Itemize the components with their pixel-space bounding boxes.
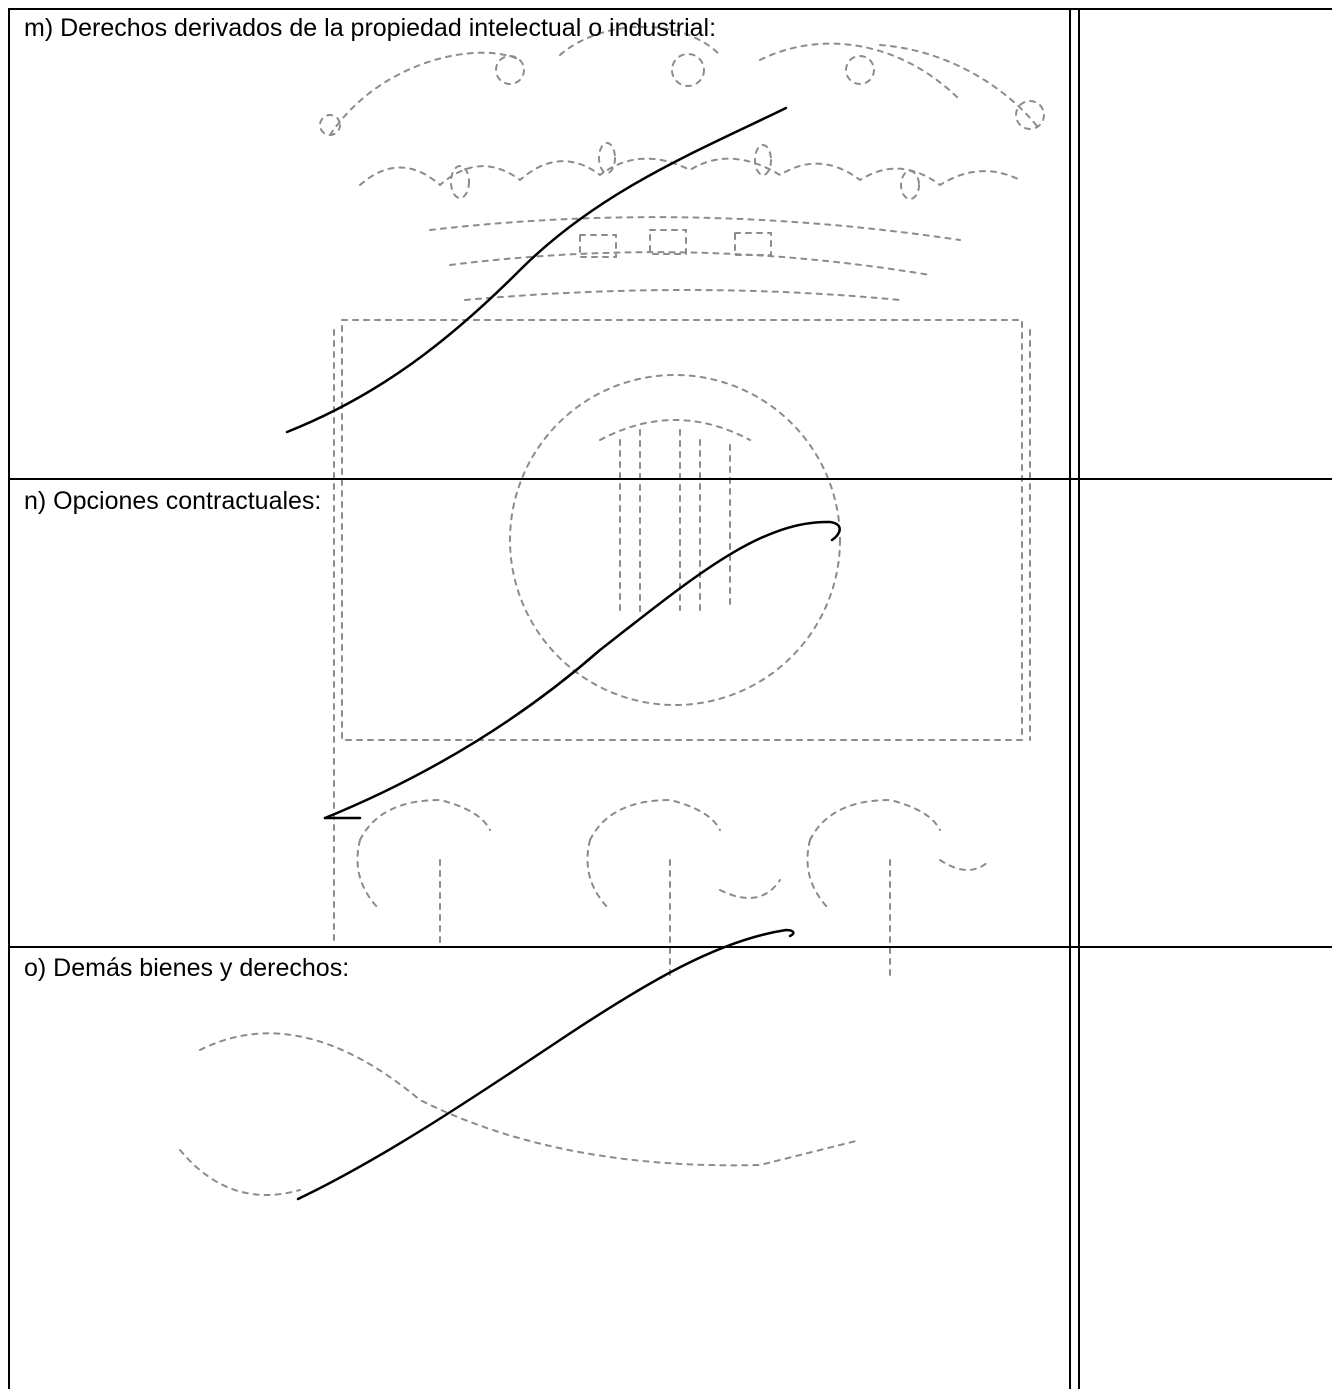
- section-n-value-cell: [1080, 480, 1332, 946]
- column-divider-outer: [1078, 8, 1080, 1389]
- strike-stroke-n: [323, 520, 841, 820]
- strike-stroke-m: [285, 106, 788, 434]
- row-divider-m-n: [8, 478, 1332, 480]
- section-label-n: n) Opciones contractuales:: [24, 487, 322, 515]
- table-top-border: [8, 8, 1332, 10]
- strike-stroke-o: [296, 928, 795, 1201]
- section-m-value-cell: [1080, 10, 1332, 478]
- column-divider-inner: [1069, 8, 1071, 1389]
- section-label-m: m) Derechos derivados de la propiedad in…: [24, 14, 717, 42]
- section-o-value-cell: [1080, 948, 1332, 1389]
- table-left-border: [8, 8, 10, 1389]
- section-label-o: o) Demás bienes y derechos:: [24, 954, 350, 982]
